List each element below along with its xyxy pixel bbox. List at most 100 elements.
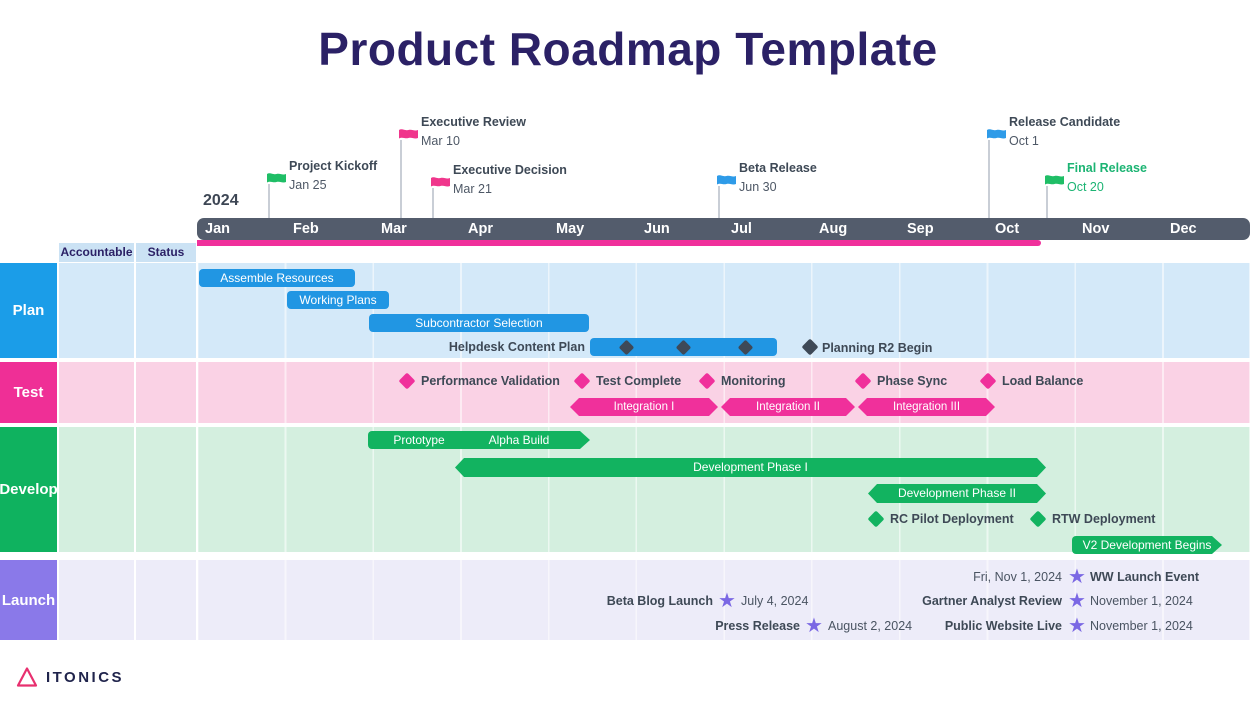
star-gartner-icon: ★: [1068, 590, 1086, 612]
plan-accountable-cell: [59, 263, 134, 358]
diamond-phase-sync-icon: [854, 372, 872, 390]
task-bar-subcontractor-selection: Subcontractor Selection: [369, 314, 589, 332]
task-bar-development-phase-1: Development Phase I: [455, 458, 1046, 477]
milestone-stem: [718, 186, 720, 218]
milestone-stem: [988, 140, 990, 218]
month-aug: Aug: [819, 221, 848, 237]
itonics-logo-text: ITONICS: [46, 668, 125, 686]
develop-timeline: Prototype Alpha Build Development Phase …: [198, 427, 1250, 552]
task-label-helpdesk-content-plan: Helpdesk Content Plan: [448, 340, 585, 354]
launch-status-cell: [136, 560, 196, 640]
milestone-date: Mar 10: [421, 134, 460, 148]
diamond-load-balance-icon: [979, 372, 997, 390]
lane-label-launch: Launch: [0, 560, 57, 640]
milestone-name: Beta Release: [739, 161, 817, 175]
milestone-label-load-balance: Load Balance: [1002, 374, 1084, 388]
task-bar-integration-1: Integration I: [570, 398, 718, 416]
inner-diamond-icon: [737, 339, 754, 355]
diamond-test-complete-icon: [573, 372, 591, 390]
milestone-name: Executive Review: [421, 115, 526, 129]
milestone-label-performance-validation: Performance Validation: [421, 374, 560, 388]
milestone-name: Project Kickoff: [289, 159, 378, 173]
task-bar-working-plans: Working Plans: [287, 291, 389, 309]
diamond-planning-r2-icon: [801, 338, 819, 356]
lane-label-develop: Develop: [0, 427, 58, 552]
lane-label-plan: Plan: [0, 263, 57, 358]
diamond-rc-pilot-icon: [867, 510, 885, 528]
task-bar-integration-3: Integration III: [858, 398, 995, 416]
event-date-gartner-analyst-review: November 1, 2024: [1090, 594, 1193, 608]
develop-accountable-cell: [59, 427, 134, 552]
event-label-beta-blog-launch: Beta Blog Launch: [606, 594, 713, 608]
star-beta-blog-icon: ★: [718, 590, 736, 612]
event-label-ww-launch: WW Launch Event: [1090, 570, 1200, 584]
event-label-gartner-analyst-review: Gartner Analyst Review: [922, 594, 1062, 608]
milestone-label-planning-r2: Planning R2 Begin: [822, 341, 933, 355]
plan-timeline: Assemble Resources Working Plans Subcont…: [198, 263, 1250, 358]
milestone-date: Oct 1: [1009, 134, 1039, 148]
task-bar-assemble-resources: Assemble Resources: [199, 269, 355, 287]
event-date-beta-blog-launch: July 4, 2024: [741, 594, 809, 608]
event-date-ww-launch: Fri, Nov 1, 2024: [973, 570, 1062, 584]
itonics-logo: ITONICS: [16, 666, 124, 688]
flag-icon: [399, 129, 418, 139]
lane-label-test: Test: [0, 362, 57, 423]
month-jan: Jan: [205, 221, 230, 237]
task-bar-development-phase-2: Development Phase II: [868, 484, 1046, 503]
develop-status-cell: [136, 427, 196, 552]
column-header-accountable: Accountable: [59, 243, 134, 262]
milestone-date: Oct 20: [1067, 180, 1104, 194]
month-jun: Jun: [644, 221, 670, 237]
milestone-label-rc-pilot-deployment: RC Pilot Deployment: [890, 512, 1014, 526]
task-bar-prototype-alpha-build: Prototype Alpha Build: [368, 431, 590, 449]
task-bar-helpdesk-content-plan: [590, 338, 777, 356]
task-bar-integration-2: Integration II: [721, 398, 855, 416]
month-header-bar: Jan Feb Mar Apr May Jun Jul Aug Sep Oct …: [197, 218, 1250, 240]
column-header-status: Status: [136, 243, 196, 262]
event-date-press-release: August 2, 2024: [828, 619, 913, 633]
milestone-stem: [1046, 186, 1048, 218]
task-bar-v2-development-begins: V2 Development Begins: [1072, 536, 1222, 554]
test-accountable-cell: [59, 362, 134, 423]
month-nov: Nov: [1082, 221, 1110, 237]
diamond-performance-validation-icon: [398, 372, 416, 390]
month-may: May: [556, 221, 585, 237]
milestone-name: Final Release: [1067, 161, 1147, 175]
flag-icon: [267, 173, 286, 183]
launch-accountable-cell: [59, 560, 134, 640]
milestone-name: Executive Decision: [453, 163, 567, 177]
month-feb: Feb: [293, 221, 319, 237]
month-dec: Dec: [1170, 221, 1197, 237]
milestone-stem: [268, 184, 270, 218]
milestone-date: Jan 25: [289, 178, 327, 192]
inner-diamond-icon: [618, 339, 635, 355]
month-sep: Sep: [907, 221, 934, 237]
milestone-label-phase-sync: Phase Sync: [877, 374, 948, 388]
bar-label-prototype: Prototype: [393, 433, 445, 447]
milestone-label-monitoring: Monitoring: [721, 374, 786, 388]
timeline-progress-stripe: [197, 240, 1041, 246]
diamond-monitoring-icon: [698, 372, 716, 390]
star-public-website-icon: ★: [1068, 615, 1086, 637]
milestone-label-test-complete: Test Complete: [596, 374, 682, 388]
test-status-cell: [136, 362, 196, 423]
flag-icon: [717, 175, 736, 185]
month-oct: Oct: [995, 221, 1020, 237]
page-title: Product Roadmap Template: [318, 23, 938, 75]
inner-diamond-icon: [675, 339, 692, 355]
diamond-rtw-icon: [1029, 510, 1047, 528]
flag-icon: [987, 129, 1006, 139]
star-ww-launch-icon: ★: [1068, 566, 1086, 588]
launch-timeline: Fri, Nov 1, 2024 ★ WW Launch Event Beta …: [198, 560, 1250, 640]
milestone-name: Release Candidate: [1009, 115, 1121, 129]
month-apr: Apr: [468, 221, 493, 237]
year-label: 2024: [203, 192, 239, 209]
bar-label-alpha-build: Alpha Build: [488, 433, 550, 447]
star-press-release-icon: ★: [805, 615, 823, 637]
flag-icon: [431, 177, 450, 187]
milestone-stem: [432, 188, 434, 218]
month-mar: Mar: [381, 221, 407, 237]
itonics-logo-icon: [16, 667, 38, 687]
milestone-date: Jun 30: [739, 180, 777, 194]
